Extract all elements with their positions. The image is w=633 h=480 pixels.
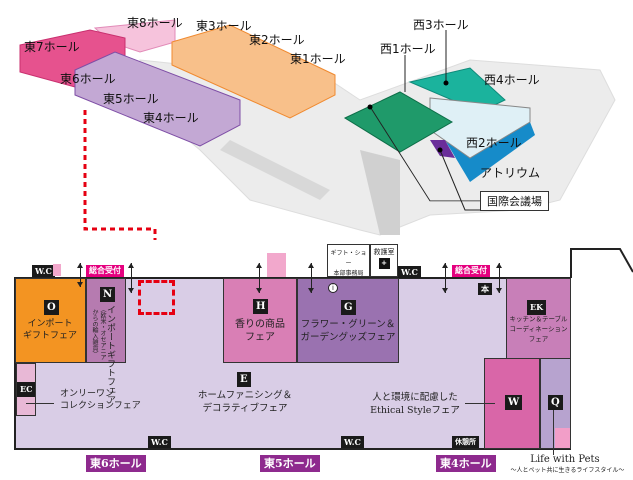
- east-hall-5-label: 東5ホール: [103, 92, 159, 106]
- hall-label-east-4: 東4ホール: [436, 455, 496, 472]
- zone-ec-label: オンリーワンコレクションフェア: [60, 389, 141, 411]
- reception-label: 総合受付: [452, 265, 490, 277]
- east-halls-1-3: [171, 24, 336, 119]
- gift-show-office: ギフト・ショー本部事務局: [327, 244, 370, 277]
- walkway: [360, 150, 400, 235]
- zone-e-label: ホームファニシング＆デコラティブフェア: [197, 390, 293, 414]
- zone-g-label: フラワー・グリーン＆ガーデングッズフェア: [300, 319, 396, 343]
- conference-label: 国際会議場: [480, 191, 549, 211]
- restroom-label: W.C: [32, 265, 55, 277]
- zone-h-code: H: [253, 299, 269, 314]
- zone-q-sublabel: ～人とペット共に生きるライフスタイル～: [510, 467, 625, 474]
- building-outline: [570, 248, 633, 278]
- east-hall-7-label: 東7ホール: [24, 40, 80, 54]
- west-hall-3-label: 西3ホール: [413, 18, 469, 32]
- info-icon: i: [328, 283, 338, 293]
- zone-g-code: G: [341, 300, 356, 315]
- first-aid-cross-icon: +: [378, 258, 390, 269]
- rest-area-label: 休憩所: [452, 436, 479, 448]
- zone-ek[interactable]: [506, 278, 571, 359]
- current-location-marker: [138, 280, 175, 315]
- zone-g[interactable]: [297, 278, 399, 363]
- leader-line: [439, 149, 480, 211]
- reception-label: 総合受付: [86, 265, 124, 277]
- restroom-label: W.C: [398, 266, 421, 278]
- zone-q-pink-area: [555, 428, 570, 448]
- zone-o-label: インポートギフトフェア: [22, 319, 77, 341]
- zone-e-code: E: [237, 372, 251, 387]
- pink-booth: [267, 253, 286, 277]
- leader-line: [26, 403, 54, 404]
- east-hall-1-label: 東1ホール: [290, 52, 346, 66]
- zone-n-label: インポートギフトフェア: [105, 305, 115, 404]
- zone-q-code: Q: [548, 395, 563, 410]
- zone-ec-code: EC: [17, 382, 36, 397]
- east-halls-4-6: [74, 51, 241, 147]
- east-hall-4-label: 東4ホール: [143, 111, 199, 125]
- east-hall-2-label: 東2ホール: [249, 33, 305, 47]
- zone-o[interactable]: [15, 278, 86, 363]
- atrium-block: [430, 140, 455, 158]
- entrance-arrow-icon: [496, 263, 502, 293]
- atrium-label: アトリウム: [480, 166, 541, 180]
- zone-q-label: Life with Pets: [530, 454, 600, 465]
- hall-label-east-5: 東5ホール: [260, 455, 320, 472]
- zone-n-sublabel: （欧米・オセアニアからの輸入雑貨）: [91, 305, 106, 360]
- west-hall-2-label: 西2ホール: [466, 136, 522, 150]
- zone-o-code: O: [44, 300, 59, 315]
- restroom-label: W.C: [148, 436, 171, 448]
- walkway: [220, 140, 330, 200]
- entrance-arrow-icon: [256, 263, 262, 293]
- first-aid-room: 救護室+: [370, 244, 398, 277]
- venue-overview-map: [19, 19, 616, 240]
- leader-line: [465, 403, 495, 404]
- east-hall-8-label: 東8ホール: [127, 16, 183, 30]
- east-hall-6-label: 東6ホール: [60, 72, 116, 86]
- zone-w-code: W: [505, 395, 523, 410]
- zone-ek-label: キッチン＆テーブルコーディネーションフェア: [509, 315, 568, 343]
- hon-mark: 本: [478, 283, 492, 295]
- west-hall-4-label: 西4ホール: [484, 73, 540, 87]
- zone-h-label: 香りの商品フェア: [235, 319, 285, 343]
- restroom-pink: [53, 264, 61, 276]
- entrance-arrow-icon: [442, 263, 448, 293]
- hall-label-east-6: 東6ホール: [86, 455, 146, 472]
- entrance-arrow-icon: [77, 263, 83, 287]
- entrance-arrow-icon: [128, 263, 134, 293]
- entrance-arrow-icon: [308, 263, 314, 293]
- zone-ek-code: EK: [527, 300, 547, 315]
- location-dashed-path: [83, 110, 157, 240]
- west-hall-1-label: 西1ホール: [380, 42, 436, 56]
- leader-line: [553, 410, 554, 455]
- restroom-label: W.C: [341, 436, 364, 448]
- zone-n-code: N: [100, 287, 116, 302]
- leader-line: [369, 106, 480, 202]
- east-hall-3-label: 東3ホール: [196, 19, 252, 33]
